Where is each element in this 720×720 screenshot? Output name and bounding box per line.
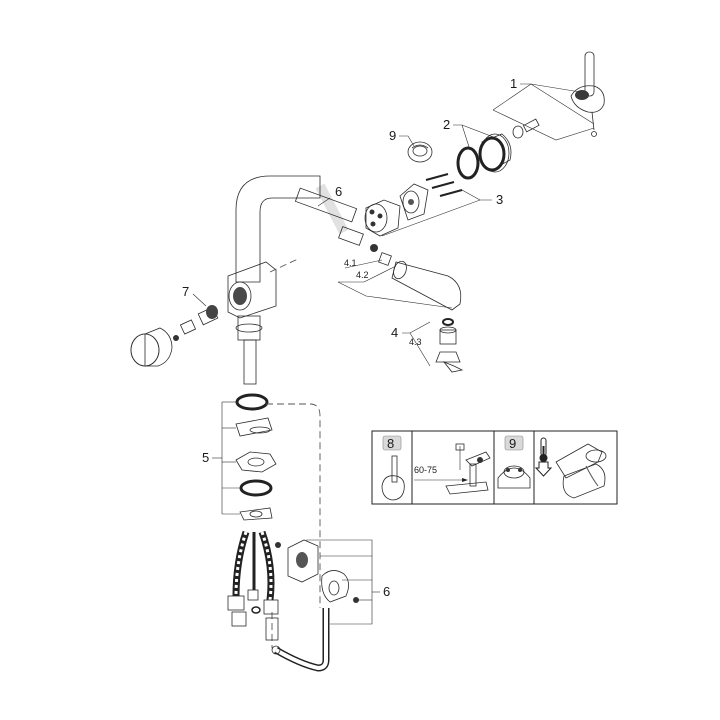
cartridge-housing xyxy=(399,183,429,221)
spray-head xyxy=(269,244,462,311)
callout-6-bottom-bracket: 6 xyxy=(306,539,390,625)
callout-3: 3 xyxy=(496,192,503,207)
spare-cell-mounting-dimension: 60-75 xyxy=(414,443,491,495)
callout-5: 5 xyxy=(202,450,209,465)
supply-hoses xyxy=(227,530,279,641)
hose-path-dashed xyxy=(266,403,321,648)
callout-6-top: 6 xyxy=(335,184,342,199)
hose-weight xyxy=(275,539,359,603)
callout-9-leader: 9 xyxy=(389,128,415,147)
cartridge-cap xyxy=(478,133,512,173)
o-ring-large xyxy=(456,146,480,180)
callout-4-1: 4.1 xyxy=(344,258,357,268)
mounting-kit xyxy=(235,393,277,521)
callout-2-leaders: 2 xyxy=(443,117,497,151)
temperature-limiter-disc xyxy=(407,141,433,163)
callout-4-3: 4.3 xyxy=(409,337,422,347)
spare-cell-8-number: 8 xyxy=(387,436,394,451)
callout-5-bracket: 5 xyxy=(202,401,240,515)
callout-2: 2 xyxy=(443,117,450,132)
spare-cell-8: 8 xyxy=(381,435,405,501)
faucet-body xyxy=(227,175,321,385)
callout-3-leaders: 3 xyxy=(381,189,503,237)
adapter-screws xyxy=(173,305,219,341)
lever-handle xyxy=(570,51,605,137)
cartridge-bolts xyxy=(425,173,463,197)
spare-cell-temperature xyxy=(534,437,607,499)
ceramic-cartridge xyxy=(364,199,401,237)
callout-7-leader: 7 xyxy=(182,284,207,307)
lever-knob xyxy=(130,327,173,367)
mounting-dimension-label: 60-75 xyxy=(414,465,437,475)
pull-out-hose xyxy=(294,183,364,246)
callout-6-top-leader: 6 xyxy=(317,184,342,207)
callout-4-2: 4.2 xyxy=(356,270,369,280)
spare-cell-9-number: 9 xyxy=(509,436,516,451)
callout-7: 7 xyxy=(182,284,189,299)
callout-1: 1 xyxy=(510,76,517,91)
spare-parts-box: 8 60-75 9 xyxy=(371,430,618,505)
aerator-parts xyxy=(435,318,464,373)
callout-9: 9 xyxy=(389,128,396,143)
pull-out-hose-loop xyxy=(271,608,330,672)
callout-4: 4 xyxy=(391,325,398,340)
callout-4-leaders: 4.1 4.2 4 4.3 xyxy=(337,258,453,367)
grub-screw xyxy=(512,118,540,139)
down-arrow-icon xyxy=(534,461,553,477)
spare-cell-9: 9 xyxy=(497,435,531,489)
callout-6-bottom: 6 xyxy=(383,584,390,599)
thermometer-icon xyxy=(539,437,548,462)
callout-1-leaders: 1 xyxy=(492,76,595,141)
